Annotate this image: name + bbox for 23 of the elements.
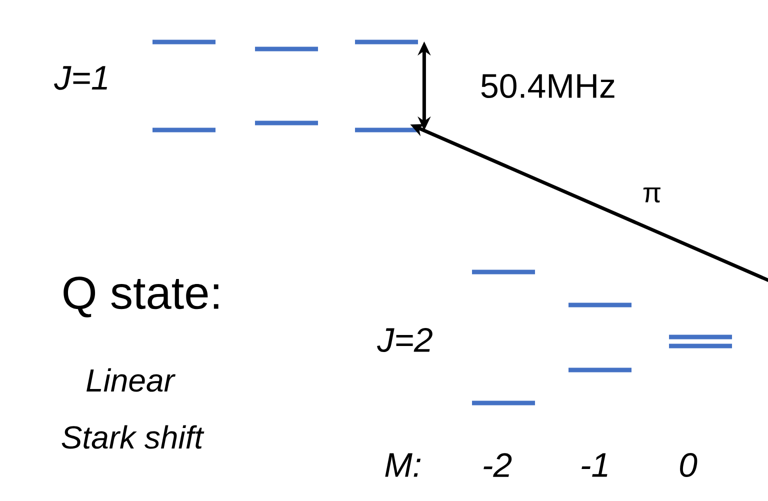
energy-level <box>255 46 318 52</box>
energy-level <box>472 270 535 274</box>
description-text: Stark shift <box>62 425 204 449</box>
energy-level <box>152 40 216 44</box>
description-text: Linear <box>86 368 176 392</box>
level-label: J=1 <box>54 66 108 90</box>
quantum-number: -2 <box>484 453 512 477</box>
energy-level <box>355 40 418 44</box>
energy-level <box>669 344 732 348</box>
quantum-number: -1 <box>582 453 608 477</box>
energy-level <box>472 400 535 406</box>
level-label: J=2 <box>377 328 432 352</box>
energy-level <box>355 128 418 132</box>
energy-level <box>152 128 216 132</box>
axis-label: M: <box>385 453 421 477</box>
energy-level <box>255 120 318 126</box>
energy-level <box>568 368 632 372</box>
energy-level <box>568 302 632 308</box>
frequency-label: 50.4MHz <box>481 74 614 98</box>
quantum-number: 0 <box>680 452 698 478</box>
state-heading: Q state: <box>64 276 218 318</box>
energy-level <box>669 334 732 340</box>
edge-label: π <box>643 187 660 203</box>
